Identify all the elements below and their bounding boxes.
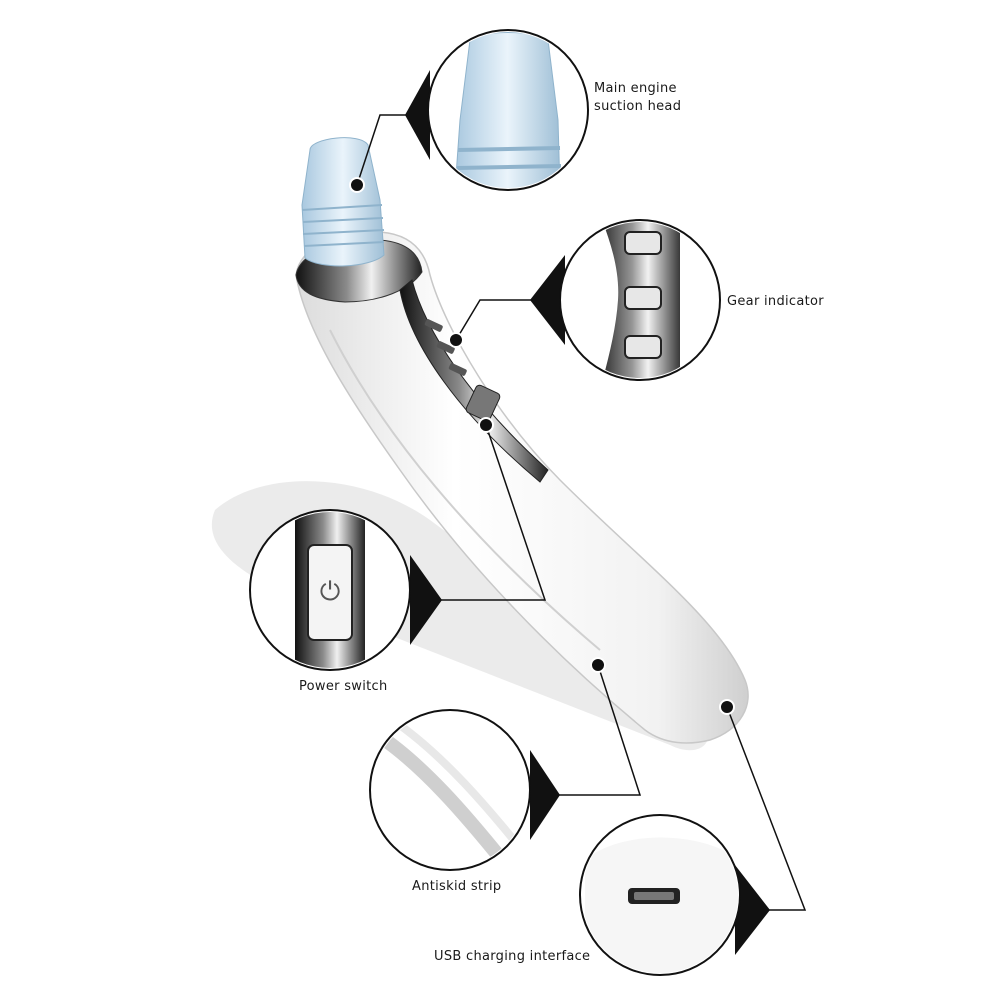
leader-line-antiskid bbox=[545, 664, 642, 796]
callout-dot-gear bbox=[448, 332, 464, 348]
label-gear-indicator: Gear indicator bbox=[727, 294, 824, 309]
blackhead-remover-device bbox=[295, 137, 749, 744]
label-antiskid-strip: Antiskid strip bbox=[412, 879, 502, 894]
label-main-engine-suction-head: Main engine suction head bbox=[594, 80, 681, 116]
callout-power-switch: ⏻ bbox=[249, 417, 547, 671]
callout-gear-indicator bbox=[448, 219, 721, 381]
label-main-engine-line2: suction head bbox=[594, 99, 682, 114]
callout-antiskid-strip bbox=[369, 657, 642, 871]
label-power-switch: Power switch bbox=[299, 679, 388, 694]
callout-dot-power bbox=[478, 417, 494, 433]
leader-line-power bbox=[430, 424, 547, 601]
label-usb-charging-interface: USB charging interface bbox=[434, 949, 591, 964]
callout-dot-main-engine bbox=[349, 177, 365, 193]
callout-main-engine bbox=[349, 29, 589, 193]
label-main-engine-line1: Main engine bbox=[594, 81, 677, 96]
callout-dot-antiskid bbox=[590, 657, 606, 673]
callout-dot-usb bbox=[719, 699, 735, 715]
callout-usb-interface bbox=[579, 699, 807, 976]
svg-text:⏻: ⏻ bbox=[320, 577, 341, 607]
